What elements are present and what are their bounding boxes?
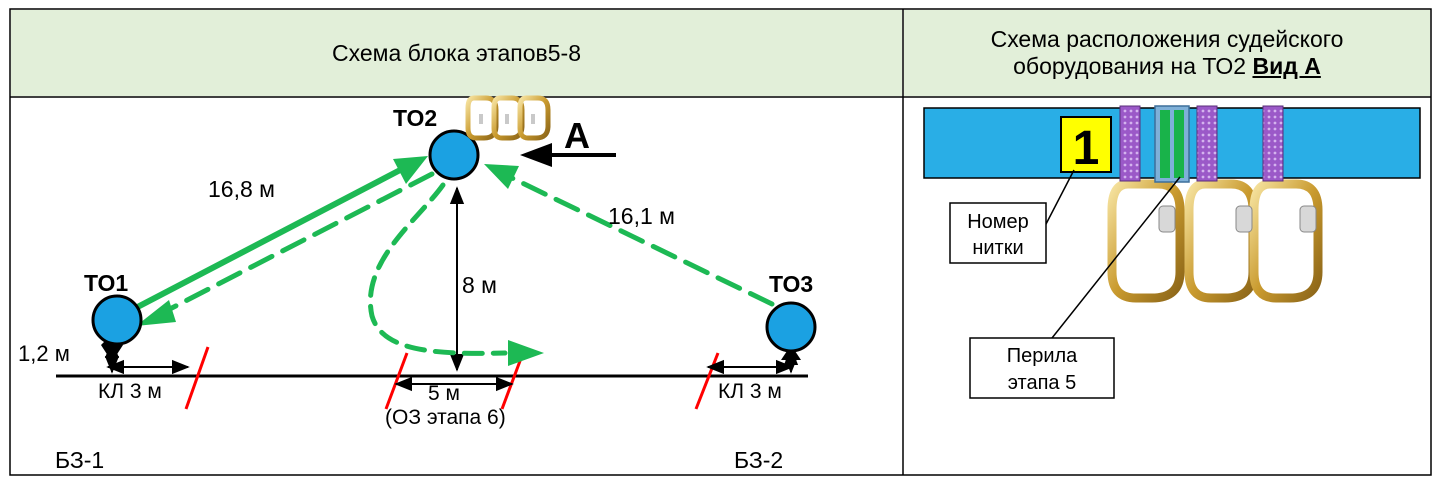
- callout-line-rails: [1051, 176, 1181, 339]
- label-to3: ТО3: [769, 271, 813, 297]
- carabiner-small-3: [517, 95, 551, 141]
- route-lines: [125, 156, 775, 366]
- carabiner-gate-2: [1235, 205, 1253, 233]
- limit-mark-oz-start: [384, 352, 409, 410]
- route-to3-to2-arrowhead: [484, 164, 519, 189]
- carabiner-large-1: [1107, 179, 1185, 303]
- node-to3: [765, 301, 817, 353]
- label-to1: ТО1: [84, 270, 128, 296]
- node-to2: [428, 129, 480, 181]
- label-to1-offset: 1,2 м: [18, 341, 70, 366]
- callout-rails-line2: этапа 5: [1008, 372, 1076, 394]
- label-view-a: А: [564, 115, 590, 156]
- callout-box-thread: [949, 202, 1047, 264]
- route-to2-loop-dashed: [367, 182, 508, 356]
- view-a-arrow: [520, 143, 616, 167]
- label-dist-to2-to3: 16,1 м: [608, 203, 675, 229]
- route-to1-to2-arrowhead: [393, 156, 428, 184]
- sling-3: [1196, 105, 1218, 182]
- carabiner-large-3: [1249, 179, 1323, 303]
- left-panel-header: Схема блока этапов5-8: [11, 10, 902, 96]
- sling-1: [1119, 105, 1141, 182]
- label-kl-left: КЛ 3 м: [98, 380, 162, 403]
- route-to2-to1-arrowhead: [136, 300, 176, 326]
- right-panel-title-view: Вид А: [1252, 53, 1321, 79]
- thread-number: 1: [1073, 122, 1100, 175]
- right-panel-title-line2: оборудования на ТО2: [1013, 53, 1247, 79]
- carabiner-gate-1: [1158, 205, 1176, 233]
- limit-mark-kl-right: [694, 352, 720, 410]
- label-kl-right: КЛ 3 м: [718, 380, 782, 403]
- carabiner-large-gates: [1158, 205, 1317, 233]
- label-oz-zone: (ОЗ этапа 6): [385, 406, 506, 429]
- route-to2-to1-dashed: [161, 171, 435, 315]
- carabiner-group-large: [1107, 179, 1323, 303]
- label-dist-to1-to2: 16,8 м: [208, 176, 275, 202]
- right-panel-header: Схема расположения судейского оборудован…: [904, 10, 1430, 96]
- label-oz-width: 5 м: [428, 382, 460, 405]
- rails-stage5-strand-1: [1160, 110, 1170, 178]
- carabiner-large-2: [1184, 179, 1258, 303]
- label-bz1: БЗ-1: [55, 447, 104, 473]
- node-to1: [91, 294, 143, 346]
- right-panel-title-line1: Схема расположения судейского: [990, 26, 1344, 52]
- route-to2-loop-arrowhead: [508, 340, 544, 366]
- callout-rails-line1: Перила: [1007, 345, 1078, 367]
- rails-stage5-strand-2: [1174, 110, 1184, 178]
- sling-4: [1262, 105, 1284, 182]
- thread-number-badge: [1060, 116, 1112, 173]
- carabiner-small-gates: [479, 114, 535, 124]
- left-panel-title: Схема блока этапов5-8: [331, 39, 581, 66]
- route-to1-to2-solid: [125, 165, 407, 315]
- callout-thread-line1: Номер: [967, 211, 1029, 233]
- callout-box-rails: [969, 337, 1115, 399]
- equipment-diagram: 1 Номер нитки Перила этапа 5: [923, 105, 1421, 399]
- callout-thread-line2: нитки: [972, 237, 1023, 259]
- carabiner-group-small: [465, 95, 551, 141]
- table-grid: [9, 8, 1432, 476]
- carabiner-gate-3: [1299, 205, 1317, 233]
- limit-mark-kl-left: [184, 346, 210, 410]
- label-bz2: БЗ-2: [734, 447, 783, 473]
- label-height: 8 м: [462, 272, 497, 298]
- callout-line-thread: [1044, 169, 1075, 227]
- label-to2: ТО2: [393, 105, 437, 131]
- route-to3-to2-dashed: [509, 175, 775, 307]
